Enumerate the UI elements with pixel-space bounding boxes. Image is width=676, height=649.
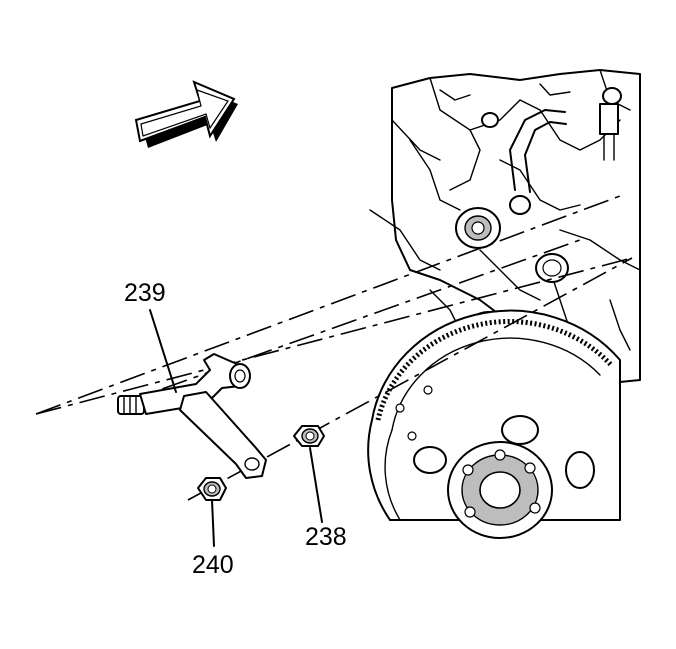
view-direction-arrow-icon — [134, 80, 238, 148]
part-240-nut — [197, 477, 227, 501]
callout-238: 238 — [305, 523, 347, 551]
callout-240: 240 — [192, 551, 234, 579]
alignment-lines — [35, 195, 633, 501]
callout-239: 239 — [124, 279, 166, 307]
part-238-nut — [293, 425, 325, 447]
flywheel — [367, 309, 621, 539]
leader-lines — [149, 309, 323, 547]
part-239-tube-bracket — [117, 353, 267, 479]
